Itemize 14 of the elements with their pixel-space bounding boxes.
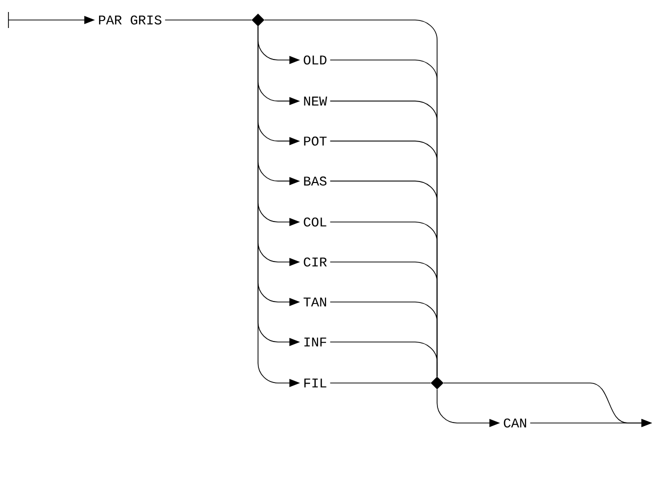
connector <box>330 382 432 384</box>
connector <box>330 342 438 377</box>
keyword-text: POT <box>304 136 327 146</box>
keyword-text: INF <box>304 338 326 346</box>
keyword-text: CAN <box>504 418 526 428</box>
keyword-text: COL <box>304 217 326 226</box>
keyword-text: PAR GRIS <box>99 15 162 24</box>
keyword-text: NEW <box>304 96 328 106</box>
keyword-text: CIR <box>304 257 327 266</box>
keyword-text: OLD <box>304 55 326 64</box>
keyword-text: FIL <box>304 378 326 388</box>
junction-diamond <box>252 14 264 26</box>
keyword-text: TAN <box>304 298 326 306</box>
keyword-text: BAS <box>304 176 326 186</box>
